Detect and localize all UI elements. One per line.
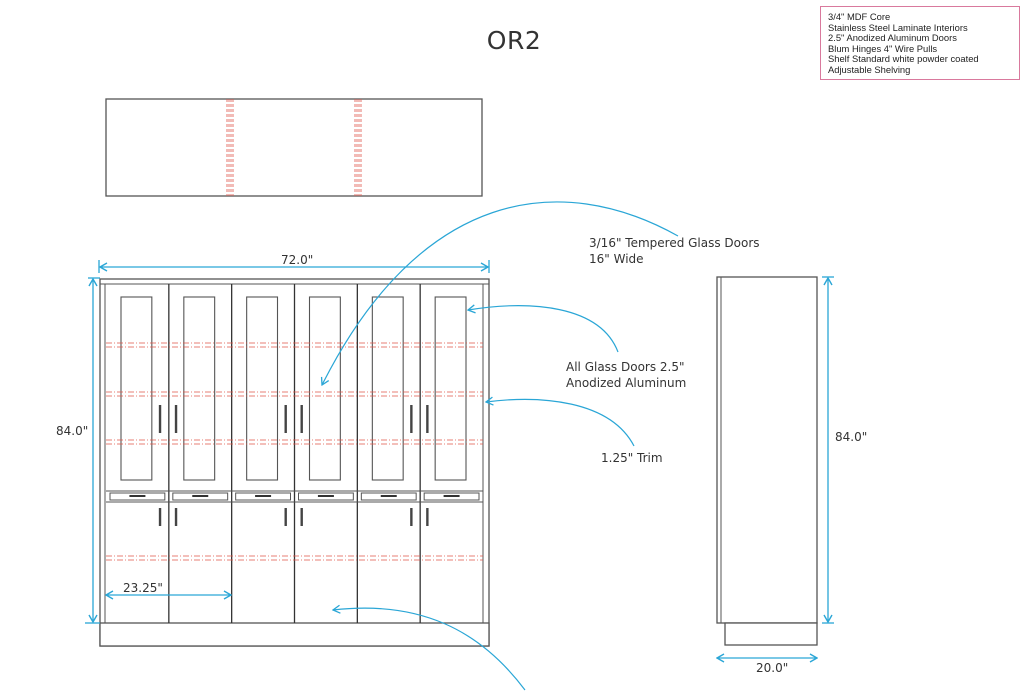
- front-view: [99, 278, 490, 647]
- lower-door-pull: [410, 508, 413, 526]
- trim-callout: 1.25" Trim: [601, 450, 663, 466]
- top-view: [105, 98, 483, 197]
- drawer-front: [298, 492, 354, 501]
- glass-panel: [120, 296, 153, 481]
- drawer-front: [109, 492, 166, 501]
- upper-door-pull: [174, 405, 178, 433]
- drawer-front: [423, 492, 480, 501]
- lower-door-pull: [426, 508, 429, 526]
- glass-callout-line: 3/16" Tempered Glass Doors: [589, 236, 760, 250]
- trim-callout-line: 1.25" Trim: [601, 451, 663, 465]
- specifications-box: 3/4" MDF Core Stainless Steel Laminate I…: [820, 6, 1020, 80]
- side-toe-kick: [724, 622, 818, 646]
- spec-line: Shelf Standard white powder coated: [828, 53, 979, 65]
- upper-door-pull: [158, 405, 162, 433]
- side-view: [716, 276, 818, 646]
- doors-callout-line: All Glass Doors 2.5": [566, 360, 685, 374]
- side-depth-label: 20.0": [756, 661, 789, 675]
- spec-line: Adjustable Shelving: [828, 63, 911, 75]
- lower-door-pull: [300, 508, 303, 526]
- upper-door-pull: [300, 405, 303, 433]
- doors-callout-leader: [468, 306, 619, 353]
- glass-callout-leader: [322, 201, 679, 385]
- doors-callout: All Glass Doors 2.5" Anodized Aluminum: [566, 359, 686, 391]
- top-view-outline: [105, 98, 483, 197]
- lower-door-pull: [174, 508, 178, 526]
- glass-callout: 3/16" Tempered Glass Doors 16" Wide: [589, 235, 760, 267]
- trim-callout-leader: [486, 399, 635, 447]
- upper-door-pull: [426, 405, 429, 433]
- glass-panel: [246, 296, 279, 481]
- drawing-title: OR2: [486, 26, 542, 55]
- glass-callout-line: 16" Wide: [589, 252, 644, 266]
- spec-line: 3/4" MDF Core: [828, 11, 891, 22]
- door-columns: [106, 284, 483, 623]
- front-height-label: 84.0": [56, 424, 89, 438]
- upper-door-pull: [410, 405, 413, 433]
- front-width-label: 72.0": [281, 253, 314, 267]
- section-width-label: 23.25": [123, 581, 163, 595]
- spec-line: Blum Hinges 4" Wire Pulls: [828, 42, 938, 54]
- drawer-front: [172, 492, 229, 501]
- dimension-lines: [85, 260, 834, 658]
- upper-door-pull: [284, 405, 287, 433]
- adjustable-shelves: [106, 342, 483, 561]
- bottom-callout-leader: [333, 608, 526, 691]
- side-panel: [716, 276, 818, 624]
- spec-line: 2.5" Anodized Aluminum Doors: [828, 32, 957, 44]
- lower-door-pull: [284, 508, 287, 526]
- side-height-label: 84.0": [835, 430, 868, 444]
- glass-panel: [308, 296, 341, 481]
- glass-panel: [371, 296, 404, 481]
- drawer-front: [360, 492, 417, 501]
- toe-kick-base: [99, 622, 490, 647]
- lower-door-pull: [158, 508, 162, 526]
- spec-line: Stainless Steel Laminate Interiors: [828, 21, 968, 33]
- top-view-partitions: [226, 99, 362, 196]
- callout-leaders: [322, 201, 679, 691]
- drawer-front: [235, 492, 292, 501]
- glass-panel: [183, 296, 216, 481]
- doors-callout-line: Anodized Aluminum: [566, 376, 687, 390]
- glass-panel: [434, 296, 467, 481]
